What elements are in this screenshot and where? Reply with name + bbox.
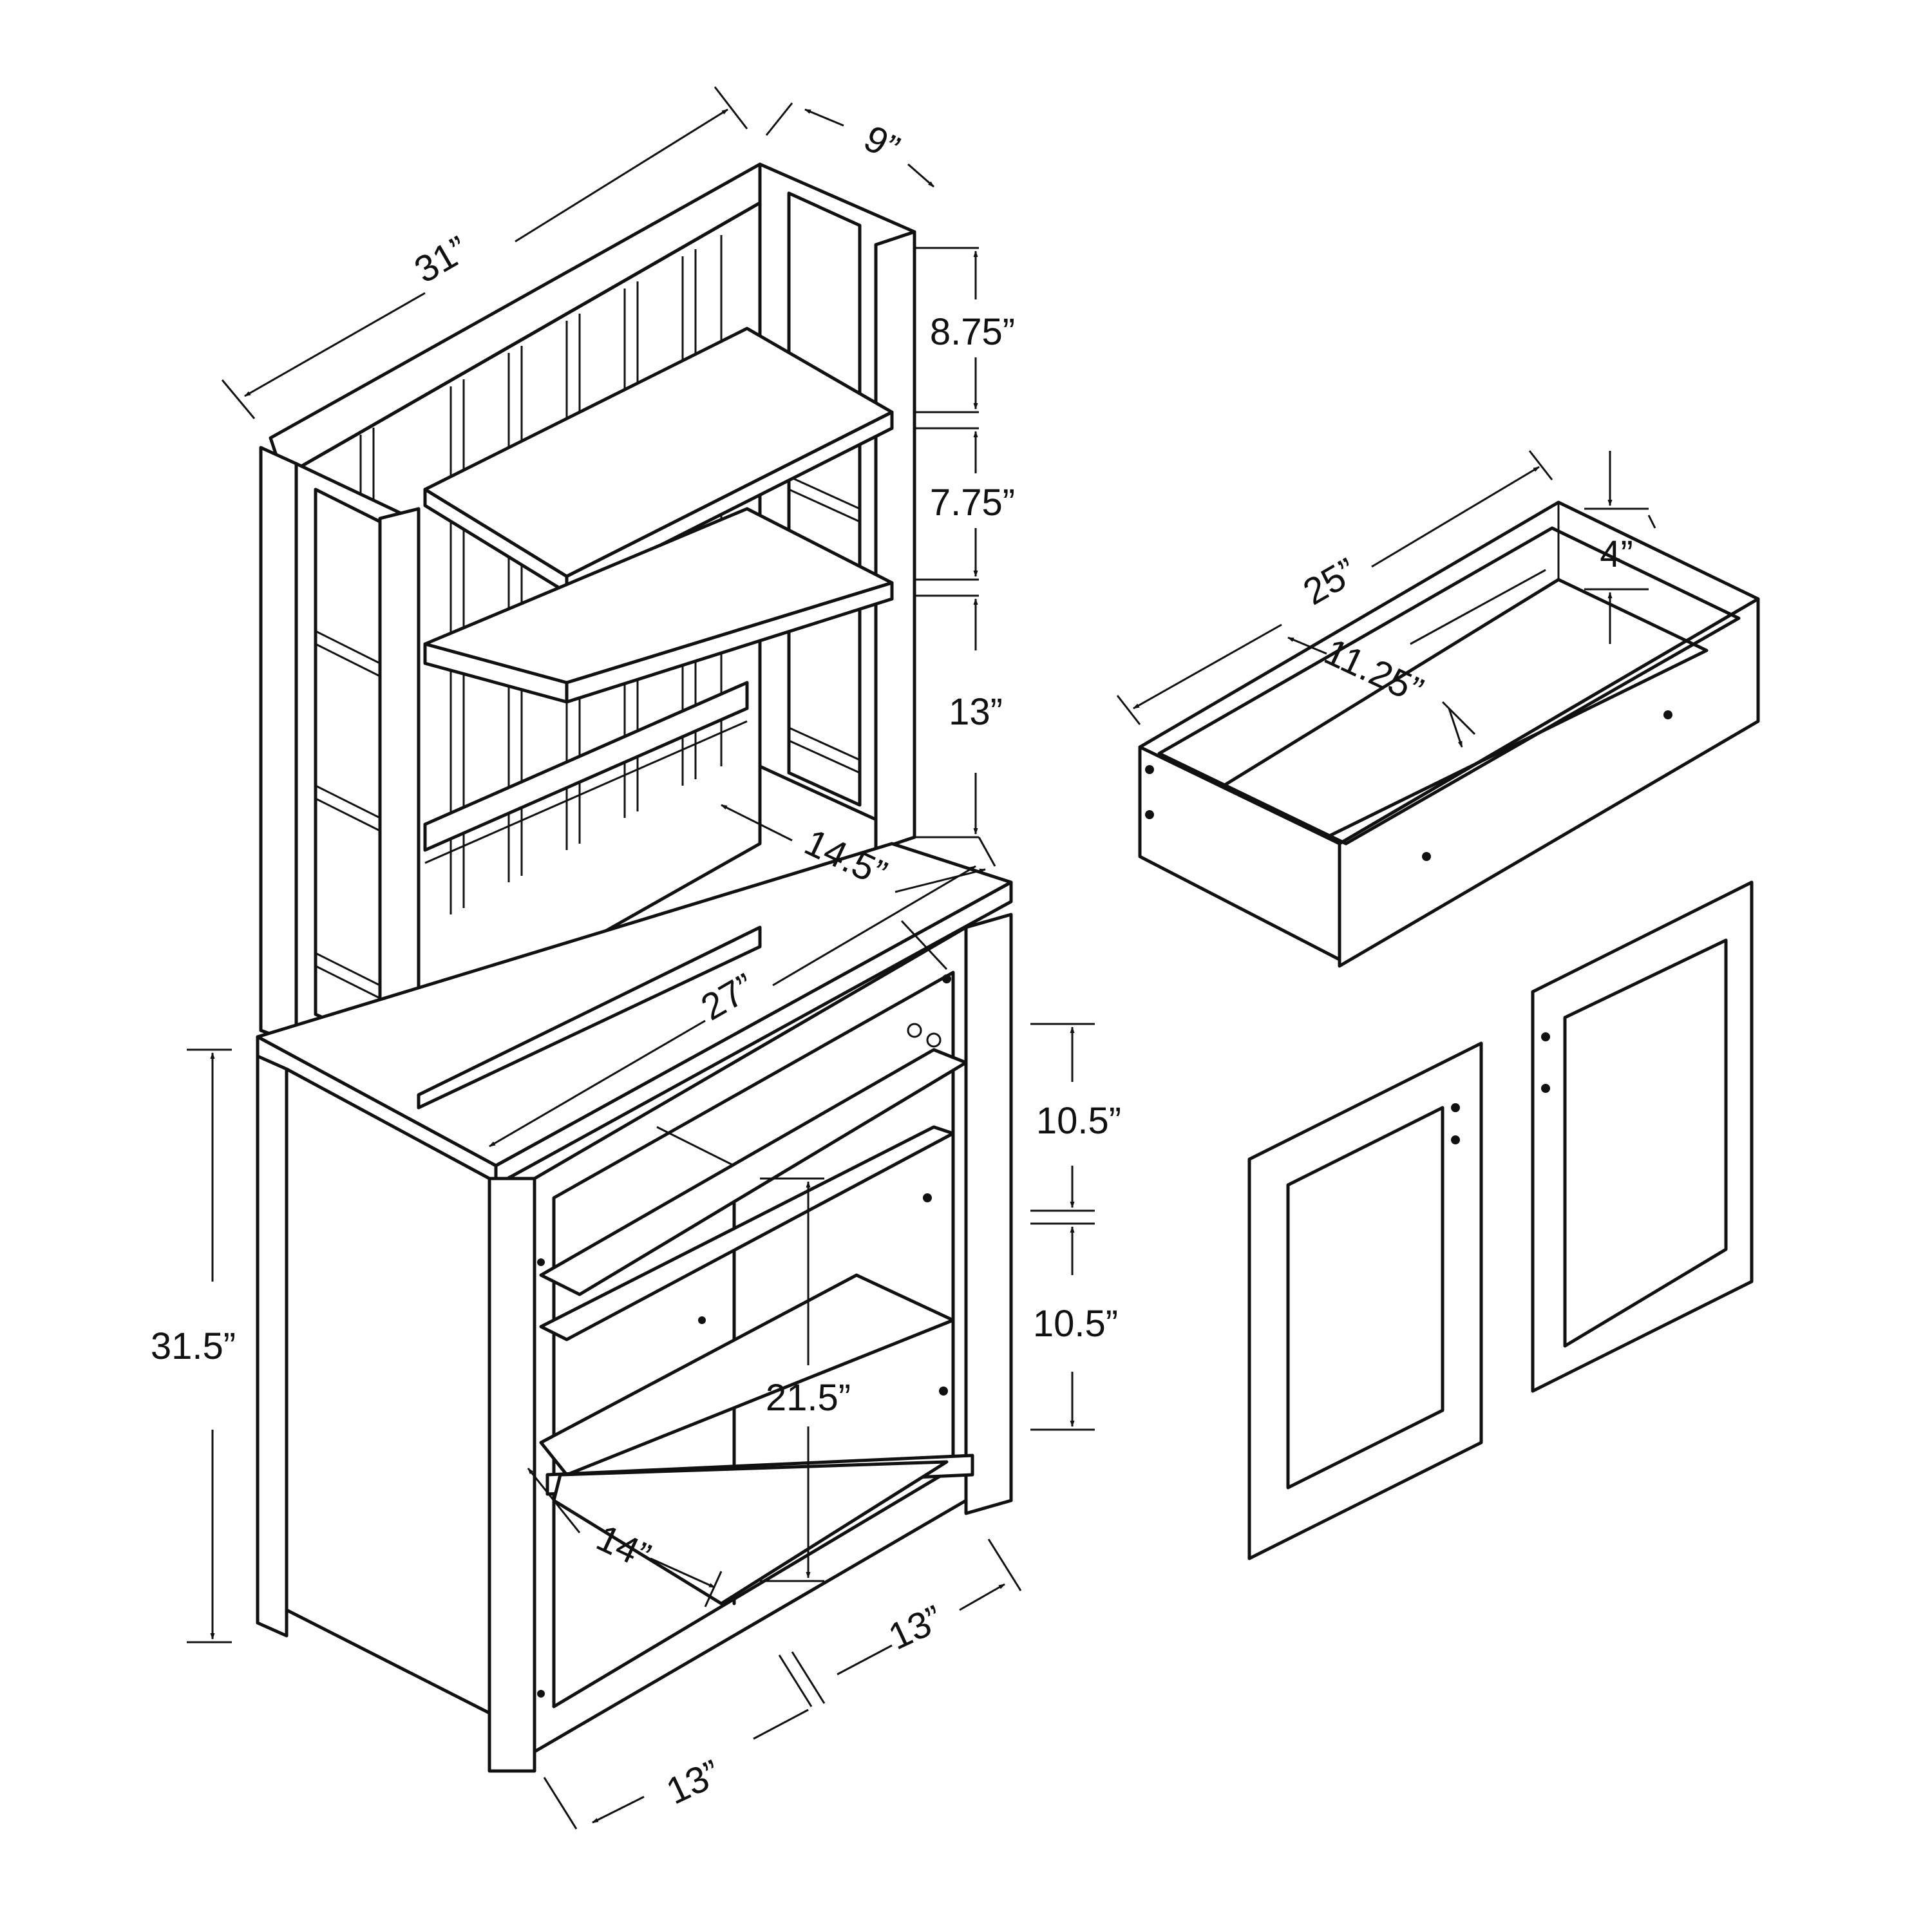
- label-hutch-h1: 8.75”: [930, 311, 1015, 353]
- label-top-depth: 9”: [857, 117, 906, 170]
- label-drawer-width: 25”: [1296, 550, 1364, 613]
- drawer: [1138, 500, 1760, 968]
- door-right: [1531, 880, 1754, 1393]
- shelf-lower: [423, 681, 749, 864]
- shelf-middle: [423, 507, 894, 704]
- bakers-rack: [256, 162, 1013, 1773]
- label-bottom-width-left: 13”: [660, 1752, 726, 1812]
- label-cab-inner-height: 21.5”: [766, 1377, 851, 1419]
- dimension-lines: [187, 86, 1656, 1830]
- label-bottom-width-right: 13”: [882, 1597, 949, 1658]
- hutch-left-side: [259, 446, 421, 1122]
- door-left: [1247, 1041, 1483, 1560]
- label-hutch-h2: 7.75”: [930, 482, 1015, 524]
- label-drawer-height: 4”: [1600, 533, 1633, 575]
- label-top-width: 31”: [408, 228, 475, 291]
- label-cab-h1: 10.5”: [1036, 1100, 1121, 1142]
- shelf-top: [423, 327, 894, 594]
- label-base-height: 31.5”: [151, 1325, 236, 1367]
- hutch-shelves: [423, 327, 894, 864]
- base-cabinet: [256, 913, 1013, 1773]
- label-cab-h2: 10.5”: [1033, 1303, 1118, 1345]
- label-hutch-h3: 13”: [949, 691, 1003, 733]
- hutch-right-side: [758, 162, 916, 852]
- counter-top: [256, 842, 1013, 1187]
